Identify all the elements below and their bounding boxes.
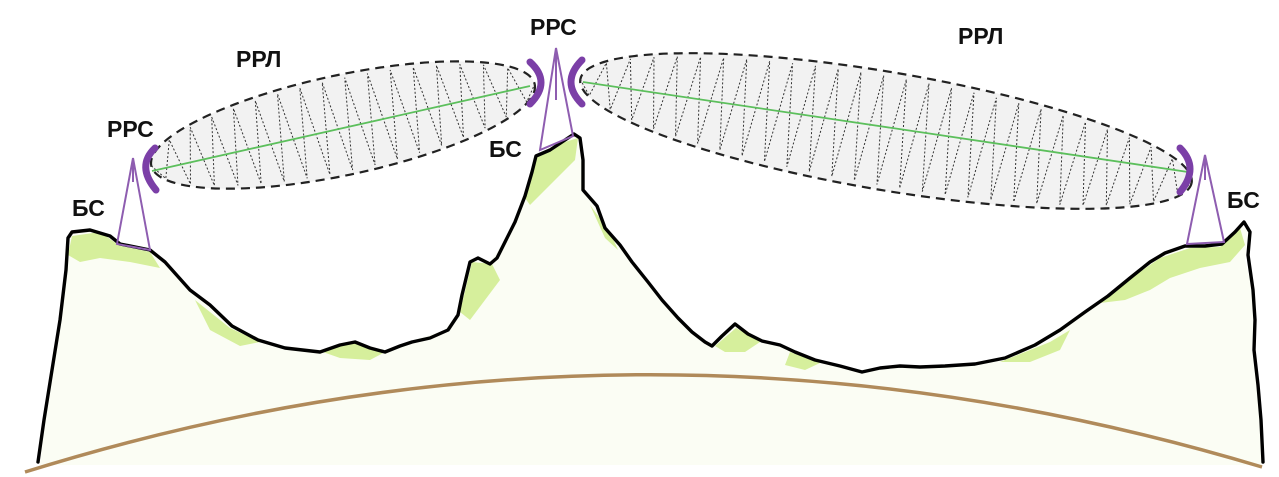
terrain-fill (40, 135, 1262, 465)
beam-line-right (582, 81, 1189, 173)
tower-right (1185, 154, 1226, 246)
fresnel-zigzag-right (579, 56, 1193, 206)
label-base-center: БС (489, 136, 522, 162)
fresnel-zigzag-left (150, 64, 536, 186)
link-zone-right (579, 52, 1193, 210)
tower-center (538, 47, 575, 152)
vegetation (68, 138, 1245, 370)
label-relay-center: РРС (530, 14, 577, 40)
antenna-right-icon (1176, 144, 1194, 196)
earth-curvature (24, 373, 1263, 474)
label-link-right: РРЛ (958, 23, 1003, 49)
link-zone-left (149, 60, 537, 190)
label-base-left: БС (72, 195, 105, 221)
beam-line-left (151, 85, 531, 172)
antenna-center-right-icon (567, 56, 586, 108)
label-link-left: РРЛ (236, 46, 281, 72)
label-base-right: БС (1227, 187, 1260, 213)
terrain-outline (36, 132, 1265, 464)
antenna-left-icon (142, 144, 160, 194)
tower-left (115, 157, 152, 252)
label-relay-left: РРС (107, 116, 154, 142)
antenna-center-left-icon (526, 58, 545, 108)
